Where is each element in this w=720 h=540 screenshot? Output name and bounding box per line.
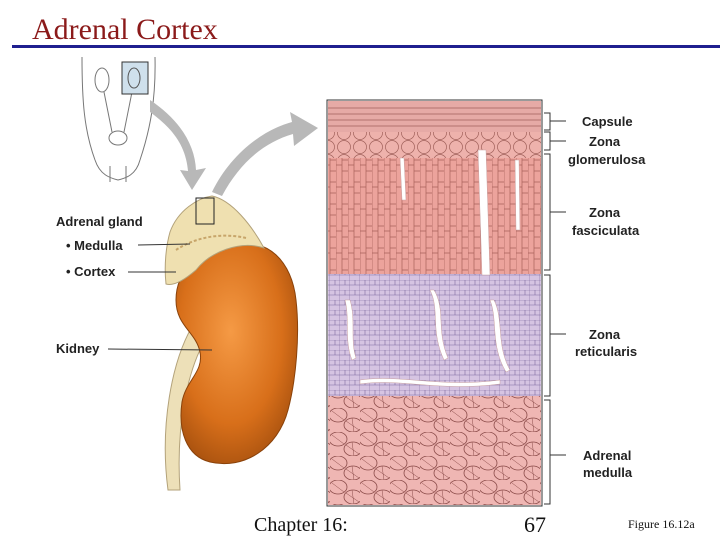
kidney [175, 242, 299, 464]
label-capsule: Capsule [582, 114, 633, 129]
curved-arrow-right [212, 112, 318, 196]
label-adrenal-medulla-2: medulla [583, 465, 633, 480]
label-zona-glomerulosa-1: Zona [589, 134, 621, 149]
label-zona-reticularis-2: reticularis [575, 344, 637, 359]
label-zona-glomerulosa-2: glomerulosa [568, 152, 646, 167]
footer-chapter: Chapter 16: [254, 514, 348, 536]
title-underline [12, 45, 720, 48]
label-kidney: Kidney [56, 341, 100, 356]
ureter [164, 319, 209, 491]
zoom-box-gland [195, 197, 215, 225]
zoom-box-small [121, 61, 149, 95]
curved-arrow-down [150, 100, 206, 190]
label-zona-fasciculata-2: fasciculata [572, 223, 640, 238]
label-adrenal-medulla-1: Adrenal [583, 448, 631, 463]
footer-figure-ref: Figure 16.12a [628, 517, 695, 531]
adrenal-gland [164, 195, 266, 285]
label-medulla: • Medulla [66, 238, 123, 253]
label-zona-reticularis-1: Zona [589, 327, 621, 342]
layer-brackets [544, 112, 566, 505]
label-zona-fasciculata-1: Zona [589, 205, 621, 220]
slide-title: Adrenal Cortex [32, 13, 218, 46]
footer-page-number: 67 [524, 512, 546, 537]
histology-panel [326, 99, 543, 507]
label-cortex: • Cortex [66, 264, 116, 279]
label-adrenal-gland: Adrenal gland [56, 214, 143, 229]
